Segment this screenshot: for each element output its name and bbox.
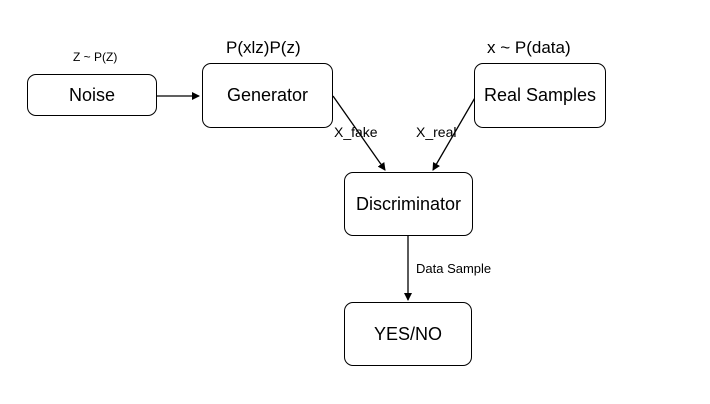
fake-edge-label: X_fake xyxy=(334,124,378,140)
generator-node-label: Generator xyxy=(226,85,309,105)
noise-prior-label: Z ~ P(Z) xyxy=(73,50,118,64)
noise-node: Noise xyxy=(27,74,157,116)
arrow-real-to-discriminator xyxy=(432,95,477,171)
noise-node-label: Noise xyxy=(68,84,116,105)
discriminator-node-label: Discriminator xyxy=(355,193,461,214)
real-edge-label: X_real xyxy=(416,124,457,140)
generator-node: Generator xyxy=(202,63,333,128)
data-distribution-label: x ~ P(data) xyxy=(487,38,571,57)
discriminator-node: Discriminator xyxy=(344,172,473,236)
data-sample-edge-label: Data Sample xyxy=(416,261,492,276)
real-samples-node-label: Real Samples xyxy=(483,85,597,105)
generator-distribution-label: P(xlz)P(z) xyxy=(226,38,301,57)
arrow-generator-to-discriminator xyxy=(332,95,386,171)
output-node-label: YES/NO xyxy=(373,323,443,344)
real-samples-node: Real Samples xyxy=(474,63,606,128)
output-node: YES/NO xyxy=(344,302,472,366)
